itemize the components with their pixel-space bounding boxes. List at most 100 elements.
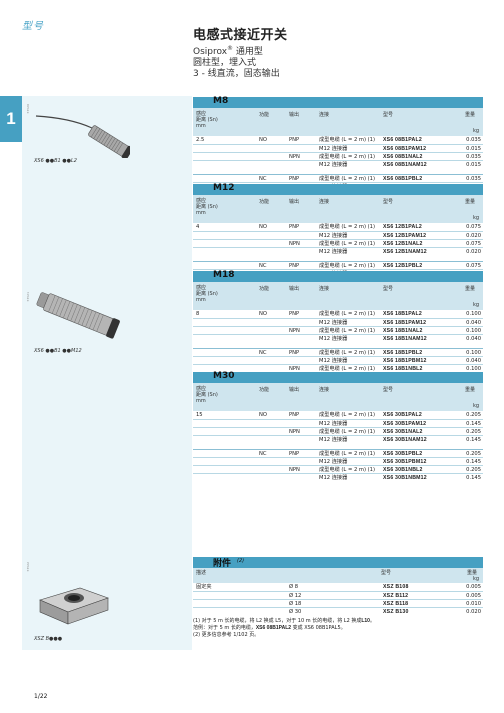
connection-header: 连接 <box>319 112 330 118</box>
model-reference[interactable]: XS6 12B1PAM12 <box>383 233 427 239</box>
accessory-diameter: Ø 12 <box>289 593 302 599</box>
product-3-caption: XSZ B●●● <box>34 636 63 642</box>
accessory-model[interactable]: XSZ B112 <box>383 593 409 599</box>
sensing-distance-value: 15 <box>196 412 203 418</box>
model-reference[interactable]: XS6 30B1PAL2 <box>383 412 422 418</box>
weight-cell: 0.100 <box>466 328 481 334</box>
sn-header-2: 距离 (Sn) <box>196 117 218 123</box>
model-reference[interactable]: XS6 18B1PAM12 <box>383 320 427 326</box>
model-reference[interactable]: XS6 30B1PBL2 <box>383 451 423 457</box>
accessory-item: 固定夹 <box>196 584 212 590</box>
accessory-weight: 0.020 <box>466 609 481 615</box>
accessory-model[interactable]: XSZ B130 <box>383 609 409 615</box>
model-reference[interactable]: XS6 30B1PBM12 <box>383 459 427 465</box>
weight-cell: 0.035 <box>466 137 481 143</box>
sn-header-2: 距离 (Sn) <box>196 204 218 210</box>
output-cell: PNP <box>289 263 300 269</box>
subtitle-line-2: 圆柱型，埋入式 <box>193 58 257 68</box>
function-cell: NO <box>259 224 267 230</box>
connection-cell: 成型电缆 (L = 2 m) (1) <box>319 412 375 418</box>
model-reference[interactable]: XS6 18B1NBL2 <box>383 366 423 372</box>
footnote-1-end: 。 <box>369 618 375 624</box>
kg-header: kg <box>473 128 480 134</box>
sn-header-3: mm <box>196 297 206 303</box>
accessories-title: 附件 <box>213 559 232 569</box>
weight-cell: 0.015 <box>466 146 481 152</box>
model-reference[interactable]: XS6 12B1PAL2 <box>383 224 422 230</box>
model-reference[interactable]: XS6 30B1NAM12 <box>383 437 427 443</box>
model-header: 型号 <box>383 286 394 292</box>
model-reference[interactable]: XS6 30B1NBM12 <box>383 475 427 481</box>
model-reference[interactable]: XS6 30B1PAM12 <box>383 421 427 427</box>
model-reference[interactable]: XS6 12B1NAM12 <box>383 249 427 255</box>
sensing-distance-header: 感应距离 (Sn)mm <box>196 386 218 404</box>
connection-cell: 成型电缆 (L = 2 m) (1) <box>319 429 375 435</box>
model-reference[interactable]: XS6 12B1NAL2 <box>383 241 423 247</box>
model-reference[interactable]: XS6 08B1PAL2 <box>383 137 422 143</box>
footnote-1-l10: L10 <box>361 618 370 624</box>
function-header: 功能 <box>259 112 270 118</box>
weight-cell: 0.020 <box>466 249 481 255</box>
connection-header: 连接 <box>319 387 330 393</box>
accessory-model[interactable]: XSZ B118 <box>383 601 409 607</box>
connection-cell: 成型电缆 (L = 2 m) (1) <box>319 311 375 317</box>
weight-cell: 0.145 <box>466 459 481 465</box>
accessory-model[interactable]: XSZ B108 <box>383 584 409 590</box>
connection-cell: 成型电缆 (L = 2 m) (1) <box>319 328 375 334</box>
footnotes: (1) 对于 5 m 长的电缆，将 L2 换成 L5，对于 10 m 长的电缆，… <box>193 618 483 639</box>
model-reference[interactable]: XS6 18B1NAL2 <box>383 328 423 334</box>
sensing-distance-value: 8 <box>196 311 200 317</box>
weight-cell: 0.040 <box>466 320 481 326</box>
section-band: M18 <box>193 270 483 282</box>
connection-cell: M12 连接器 <box>319 249 348 255</box>
model-reference[interactable]: XS6 18B1PBM12 <box>383 358 427 364</box>
weight-cell: 0.205 <box>466 429 481 435</box>
model-reference[interactable]: XS6 12B1PBL2 <box>383 263 423 269</box>
sensing-distance-header: 感应距离 (Sn)mm <box>196 111 218 129</box>
weight-cell: 0.035 <box>466 176 481 182</box>
model-reference[interactable]: XS6 18B1PAL2 <box>383 311 422 317</box>
accessories-model-header: 型号 <box>381 570 392 576</box>
weight-cell: 0.040 <box>466 336 481 342</box>
section-size-title: M18 <box>213 270 235 280</box>
model-reference[interactable]: XS6 08B1PAM12 <box>383 146 427 152</box>
product-2-caption: XS6 ●●B1 ●●M12 <box>34 348 82 354</box>
weight-cell: 0.040 <box>466 358 481 364</box>
connection-cell: 成型电缆 (L = 2 m) (1) <box>319 467 375 473</box>
model-reference[interactable]: XS6 18B1PBL2 <box>383 350 423 356</box>
sn-header-1: 感应 <box>196 111 207 117</box>
accessories-note: (2) <box>237 558 245 564</box>
footnote-1-example-model: XS6 08B1PAL2 <box>255 625 292 631</box>
model-reference[interactable]: XS6 30B1NAL2 <box>383 429 423 435</box>
sn-header-2: 距离 (Sn) <box>196 291 218 297</box>
function-header: 功能 <box>259 387 270 393</box>
model-reference[interactable]: XS6 30B1NBL2 <box>383 467 423 473</box>
sensing-distance-value: 2.5 <box>196 137 205 143</box>
model-reference[interactable]: XS6 08B1PBL2 <box>383 176 423 182</box>
function-header: 功能 <box>259 199 270 205</box>
chapter-tab[interactable]: 1 <box>0 96 22 142</box>
output-header: 输出 <box>289 286 300 292</box>
model-reference[interactable]: XS6 08B1NAM12 <box>383 162 427 168</box>
weight-cell: 0.205 <box>466 412 481 418</box>
model-reference[interactable]: XS6 18B1NAM12 <box>383 336 427 342</box>
output-cell: PNP <box>289 176 300 182</box>
kg-header: kg <box>473 302 480 308</box>
output-cell: NPN <box>289 429 300 435</box>
model-header: 型号 <box>383 199 394 205</box>
function-cell: NC <box>259 451 267 457</box>
model-reference[interactable]: XS6 08B1NAL2 <box>383 154 423 160</box>
weight-cell: 0.020 <box>466 233 481 239</box>
weight-header: 重量 <box>465 286 476 292</box>
page-title: 电感式接近开关 <box>193 28 288 43</box>
